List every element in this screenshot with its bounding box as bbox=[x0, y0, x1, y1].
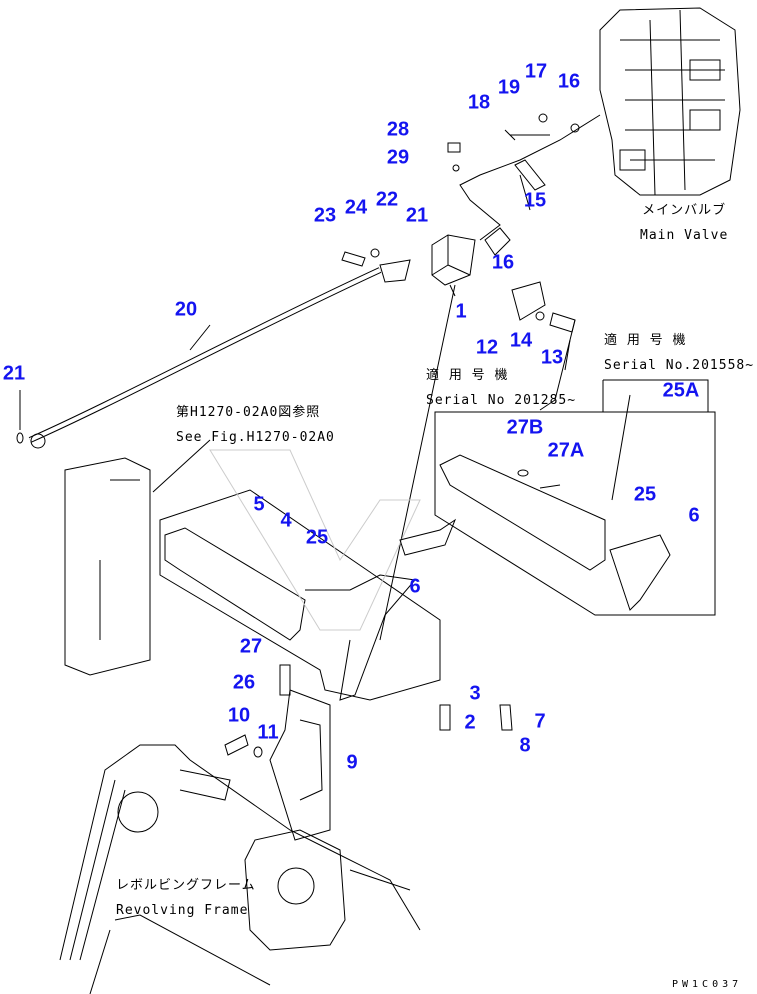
figure-reference-jp: 第H1270-02A0図参照 bbox=[176, 405, 321, 420]
serial-note-en: Serial No 201285~ bbox=[426, 393, 577, 408]
callout-10[interactable]: 10 bbox=[227, 704, 251, 727]
callout-16b[interactable]: 16 bbox=[491, 251, 515, 274]
figure-reference-en: See Fig.H1270-02A0 bbox=[176, 430, 335, 445]
callout-29[interactable]: 29 bbox=[386, 146, 410, 169]
main-valve-drawing bbox=[599, 7, 741, 196]
serial-note-201558: 適 用 号 機 Serial No.201558~ bbox=[604, 328, 754, 378]
callout-13[interactable]: 13 bbox=[540, 346, 564, 369]
revolving-frame-label: レボルビングフレーム Revolving Frame bbox=[116, 873, 256, 923]
serial-note-201285: 適 用 号 機 Serial No 201285~ bbox=[426, 363, 576, 413]
callout-21[interactable]: 21 bbox=[405, 204, 429, 227]
callout-12[interactable]: 12 bbox=[475, 336, 499, 359]
callout-14[interactable]: 14 bbox=[509, 329, 533, 352]
callout-17[interactable]: 17 bbox=[524, 60, 548, 83]
serial-note-jp: 適 用 号 機 bbox=[426, 368, 509, 383]
drawing-code: PW1C037 bbox=[672, 979, 743, 990]
callout-25[interactable]: 25 bbox=[305, 526, 329, 549]
callout-6[interactable]: 6 bbox=[409, 575, 421, 598]
callout-24[interactable]: 24 bbox=[344, 196, 368, 219]
callout-7[interactable]: 7 bbox=[534, 710, 546, 733]
callout-8[interactable]: 8 bbox=[519, 734, 531, 757]
callout-4[interactable]: 4 bbox=[280, 509, 292, 532]
main-valve-en: Main Valve bbox=[640, 228, 729, 243]
callout-20[interactable]: 20 bbox=[174, 298, 198, 321]
revolving-frame-jp: レボルビングフレーム bbox=[116, 878, 256, 893]
serial-note-jp: 適 用 号 機 bbox=[604, 333, 687, 348]
callout-9[interactable]: 9 bbox=[346, 751, 358, 774]
callout-15[interactable]: 15 bbox=[523, 189, 547, 212]
callout-27[interactable]: 27 bbox=[239, 635, 263, 658]
callout-26[interactable]: 26 bbox=[232, 671, 256, 694]
callout-23[interactable]: 23 bbox=[313, 204, 337, 227]
serial-note-en: Serial No.201558~ bbox=[604, 358, 755, 373]
callout-6-detail[interactable]: 6 bbox=[688, 504, 700, 527]
figure-reference: 第H1270-02A0図参照 See Fig.H1270-02A0 bbox=[176, 400, 335, 450]
callout-18[interactable]: 18 bbox=[467, 91, 491, 114]
callout-1[interactable]: 1 bbox=[455, 300, 467, 323]
callout-2[interactable]: 2 bbox=[464, 711, 476, 734]
callout-28[interactable]: 28 bbox=[386, 118, 410, 141]
callout-25a[interactable]: 25A bbox=[662, 379, 700, 402]
callout-27a[interactable]: 27A bbox=[547, 439, 585, 462]
callout-21b[interactable]: 21 bbox=[2, 362, 26, 385]
callout-27b[interactable]: 27B bbox=[506, 416, 544, 439]
main-valve-label: メインバルブ Main Valve bbox=[640, 198, 728, 248]
callout-19[interactable]: 19 bbox=[497, 76, 521, 99]
callout-11[interactable]: 11 bbox=[257, 721, 279, 744]
callout-16[interactable]: 16 bbox=[557, 70, 581, 93]
callout-25-detail[interactable]: 25 bbox=[633, 483, 657, 506]
revolving-frame-en: Revolving Frame bbox=[116, 903, 249, 918]
main-valve-jp: メインバルブ bbox=[642, 203, 727, 218]
callout-22[interactable]: 22 bbox=[375, 188, 399, 211]
callout-5[interactable]: 5 bbox=[253, 493, 265, 516]
callout-3[interactable]: 3 bbox=[469, 682, 481, 705]
